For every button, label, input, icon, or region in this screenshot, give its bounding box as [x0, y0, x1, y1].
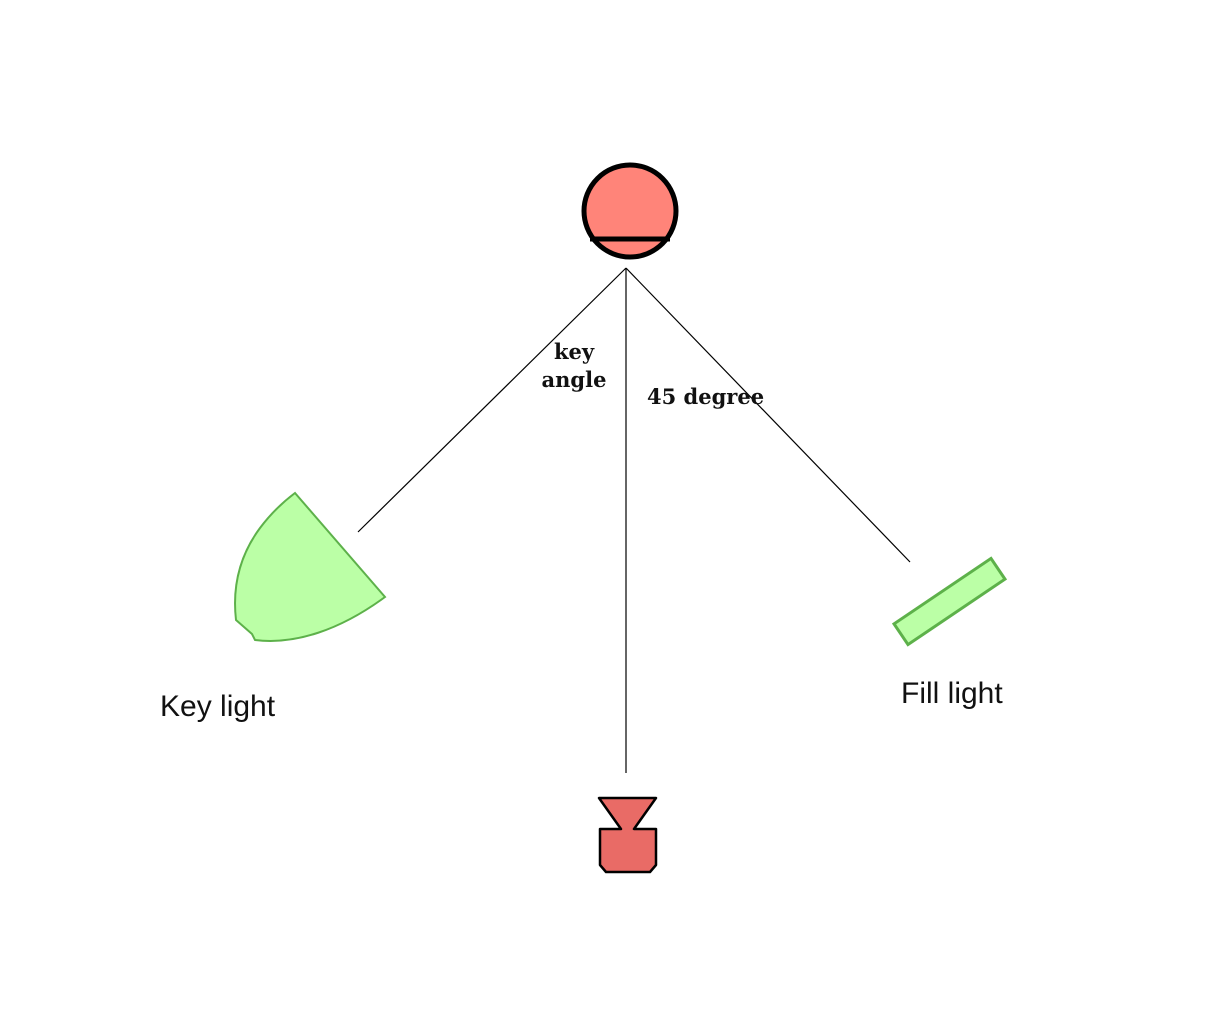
key-angle-label-line1: key	[554, 339, 595, 364]
panel-light-icon	[891, 556, 1008, 647]
subject-head-icon	[581, 162, 679, 260]
fill-light-label: Fill light	[901, 677, 1003, 710]
softbox-light-icon	[234, 491, 387, 642]
fill-light-line	[625, 267, 911, 563]
key-light-line	[357, 267, 627, 533]
fill-angle-label: 45 degree	[647, 384, 764, 409]
key-angle-label-line2: angle	[542, 367, 607, 392]
camera-icon	[597, 796, 658, 874]
key-light-label: Key light	[160, 690, 276, 723]
